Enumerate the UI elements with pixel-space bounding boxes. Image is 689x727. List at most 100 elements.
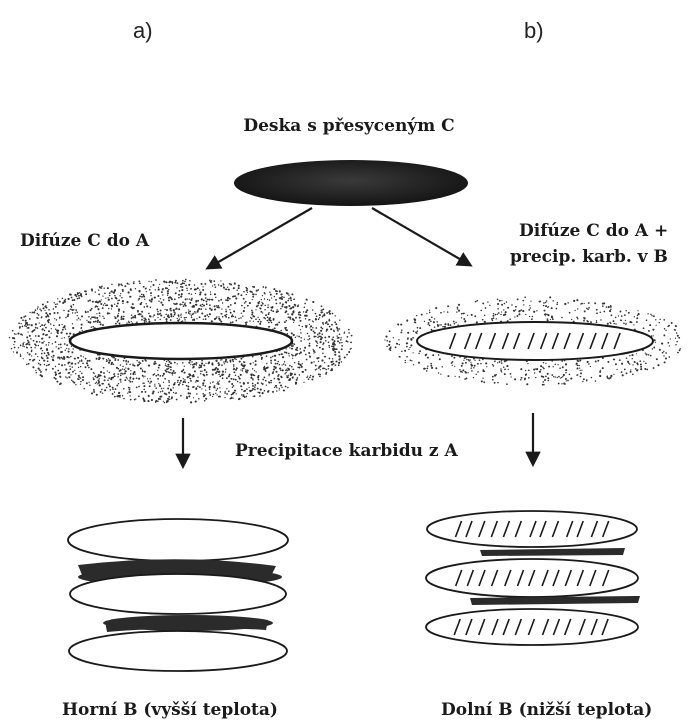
stipple-dot	[519, 310, 521, 312]
stipple-dot	[196, 318, 197, 319]
stipple-dot	[78, 367, 79, 368]
stipple-dot	[218, 300, 220, 302]
stipple-dot	[129, 389, 131, 391]
stipple-dot	[91, 290, 93, 292]
stipple-dot	[299, 314, 301, 316]
stipple-dot	[406, 346, 408, 348]
stipple-dot	[170, 319, 172, 321]
stipple-dot	[648, 330, 650, 332]
stipple-dot	[148, 381, 150, 383]
stipple-dot	[27, 331, 28, 332]
stipple-dot	[234, 390, 236, 392]
stipple-dot	[189, 302, 191, 304]
stipple-dot	[205, 300, 207, 302]
stipple-dot	[329, 310, 331, 312]
stipple-dot	[64, 364, 66, 366]
stipple-dot	[91, 392, 93, 394]
stipple-dot	[501, 360, 502, 361]
stipple-dot	[260, 321, 261, 322]
stipple-dot	[87, 364, 89, 366]
stipple-dot	[318, 367, 320, 369]
stipple-dot	[154, 319, 156, 321]
stipple-dot	[264, 367, 266, 369]
stipple-dot	[655, 342, 656, 343]
stipple-dot	[218, 284, 220, 286]
stipple-dot	[143, 389, 145, 391]
stipple-dot	[295, 317, 297, 319]
stipple-dot	[107, 312, 109, 314]
stipple-dot	[20, 317, 22, 319]
stipple-dot	[173, 310, 175, 312]
stipple-dot	[128, 322, 130, 324]
stipple-dot	[417, 331, 418, 332]
stipple-dot	[133, 282, 135, 284]
stipple-dot	[474, 360, 475, 361]
stipple-dot	[609, 322, 610, 323]
stipple-dot	[462, 372, 463, 373]
stipple-dot	[151, 299, 153, 301]
stipple-dot	[398, 344, 399, 345]
stipple-dot	[322, 315, 323, 316]
stipple-dot	[165, 287, 167, 289]
stipple-dot	[204, 369, 206, 371]
stipple-dot	[33, 311, 35, 313]
stipple-dot	[253, 374, 255, 376]
stipple-dot	[148, 320, 150, 322]
stipple-dot	[160, 395, 162, 397]
stipple-dot	[296, 335, 297, 336]
stipple-dot	[148, 365, 150, 367]
stipple-dot	[233, 364, 235, 366]
stipple-dot	[333, 342, 334, 343]
stipple-dot	[232, 392, 234, 394]
stipple-dot	[226, 289, 228, 291]
stipple-dot	[30, 338, 32, 340]
stipple-dot	[625, 323, 626, 324]
stipple-dot	[75, 309, 77, 311]
stipple-dot	[110, 378, 112, 380]
stipple-dot	[47, 364, 49, 366]
stipple-dot	[308, 335, 310, 337]
stipple-dot	[118, 283, 120, 285]
stipple-dot	[277, 324, 279, 326]
stipple-dot	[124, 372, 126, 374]
stipple-dot	[639, 360, 641, 362]
stipple-dot	[452, 361, 454, 363]
stipple-dot	[558, 376, 560, 378]
stipple-dot	[276, 309, 278, 311]
lower-bainite-carbide-layer	[470, 596, 640, 605]
stipple-dot	[122, 303, 123, 304]
stipple-dot	[329, 347, 330, 348]
stipple-dot	[77, 357, 79, 359]
stipple-dot	[164, 378, 166, 380]
stipple-dot	[169, 398, 171, 400]
stipple-dot	[348, 351, 350, 353]
stipple-dot	[238, 293, 240, 295]
stipple-dot	[118, 368, 120, 370]
stipple-dot	[265, 370, 267, 372]
stipple-dot	[284, 373, 286, 375]
stipple-dot	[408, 349, 409, 350]
stipple-dot	[189, 280, 191, 282]
stipple-dot	[58, 348, 60, 350]
stipple-dot	[79, 292, 81, 294]
stipple-dot	[99, 315, 101, 317]
stipple-dot	[91, 308, 93, 310]
stipple-dot	[142, 360, 144, 362]
stipple-dot	[333, 340, 335, 342]
stipple-dot	[149, 382, 151, 384]
stipple-dot	[109, 372, 110, 373]
stipple-dot	[206, 371, 208, 373]
stipple-dot	[126, 363, 128, 365]
stipple-dot	[305, 354, 307, 356]
stipple-dot	[32, 366, 34, 368]
stipple-dot	[243, 366, 245, 368]
stipple-dot	[23, 316, 25, 318]
stipple-dot	[249, 363, 251, 365]
stipple-dot	[543, 384, 544, 385]
stipple-dot	[332, 336, 334, 338]
stipple-dot	[103, 318, 105, 320]
stipple-dot	[162, 289, 164, 291]
stipple-dot	[246, 294, 247, 295]
stipple-dot	[165, 281, 167, 283]
stipple-dot	[497, 382, 499, 384]
